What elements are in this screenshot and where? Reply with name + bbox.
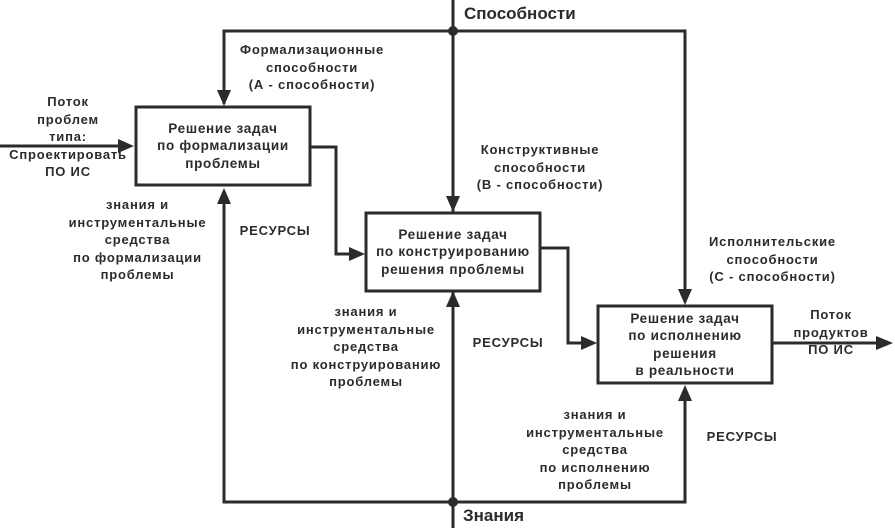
mechanism-1-arrowhead xyxy=(217,188,231,204)
mechanism-construction-label: знания и инструментальные средства по ко… xyxy=(290,304,442,389)
mechanism-junction-dot xyxy=(448,497,458,507)
input-arrowhead xyxy=(118,139,134,153)
control-b-label: Конструктивные способности (В - способно… xyxy=(476,142,604,192)
box-execution xyxy=(596,304,774,385)
box-construction-label: Решение задач по конструированию решения… xyxy=(376,226,530,277)
axis-label-knowledge: Знания xyxy=(463,506,525,525)
box2-to-box3-arrowhead xyxy=(581,336,597,350)
input-problem-flow-label: Поток проблем типа: Спроектировать ПО ИС xyxy=(9,94,127,179)
axis-label-abilities: Способности xyxy=(464,4,576,23)
box-formalization-label: Решение задач по формализации проблемы xyxy=(157,120,289,171)
control-b-arrowhead xyxy=(446,196,460,212)
mechanism-2-arrowhead xyxy=(446,291,460,307)
control-c-arrowhead xyxy=(678,289,692,305)
box1-to-box2-arrowhead xyxy=(349,247,365,261)
control-a-arrowhead xyxy=(217,90,231,106)
control-c-label: Исполнительские способности (С - способн… xyxy=(709,234,836,284)
box-formalization xyxy=(134,105,312,187)
output-product-flow-label: Поток продуктов ПО ИС xyxy=(793,307,869,357)
output-arrowhead xyxy=(876,336,893,350)
box-construction xyxy=(364,211,542,293)
resources-3-label: РЕСУРСЫ xyxy=(706,429,778,444)
box1-to-box2-line xyxy=(310,145,354,256)
box2-to-box3-line xyxy=(541,246,586,345)
mechanism-execution-label: знания и инструментальные средства по ис… xyxy=(526,407,664,492)
control-junction-dot xyxy=(448,26,458,36)
resources-1-label: РЕСУРСЫ xyxy=(239,223,311,238)
resources-2-label: РЕСУРСЫ xyxy=(472,335,544,350)
mechanism-formalization-label: знания и инструментальные средства по фо… xyxy=(68,197,207,282)
box-execution-label: Решение задач по исполнению решения в ре… xyxy=(628,310,742,379)
mechanism-3-arrowhead xyxy=(678,385,692,401)
control-a-label: Формализационные способности (А - способ… xyxy=(239,42,384,92)
